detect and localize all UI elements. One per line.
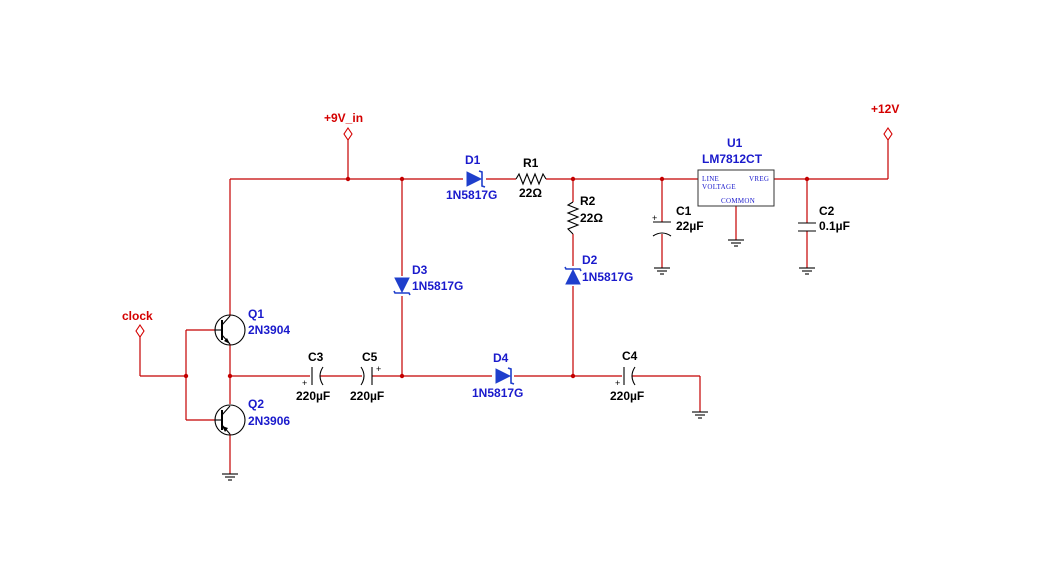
junction-dot: [399, 373, 405, 379]
port-clock-label: clock: [122, 309, 153, 323]
junctions: [183, 176, 810, 379]
diode-d2[interactable]: D2 1N5817G: [564, 253, 633, 285]
transistor-q1[interactable]: Q1 2N3904: [214, 307, 290, 346]
capacitor-c5[interactable]: + C5 220µF: [350, 350, 384, 403]
d3-value: 1N5817G: [412, 279, 463, 293]
r2-value: 22Ω: [580, 211, 603, 225]
u1-pin-vreg: VREG: [749, 175, 769, 183]
junction-dot: [804, 176, 810, 182]
c3-plus-mark: +: [302, 378, 307, 388]
diode-bar-icon: [564, 266, 582, 272]
diode-d1[interactable]: D1 1N5817G: [446, 153, 497, 202]
d4-ref: D4: [493, 351, 509, 365]
transistor-emitter-lead: [221, 405, 231, 416]
port-diamond-icon: [343, 127, 353, 141]
port-vout-label: +12V: [871, 102, 899, 116]
c4-value: 220µF: [610, 389, 644, 403]
c4-plus-mark: +: [615, 378, 620, 388]
q2-ref: Q2: [248, 397, 264, 411]
u1-pin-line: LINE: [702, 175, 719, 183]
c1-value: 22µF: [676, 219, 704, 233]
c5-ref: C5: [362, 350, 378, 364]
resistor-r2[interactable]: R2 22Ω: [566, 194, 603, 235]
capacitor-c3[interactable]: + C3 220µF: [296, 350, 330, 403]
port-diamond-icon: [135, 324, 145, 338]
c5-plus-mark: +: [376, 364, 381, 374]
ground-icon: [799, 267, 815, 275]
resistor-zigzag-icon: [515, 172, 547, 186]
port-clock[interactable]: clock: [122, 309, 153, 338]
diode-d3[interactable]: D3 1N5817G: [393, 263, 463, 296]
diode-bar-icon: [478, 170, 486, 188]
diode-triangle-icon: [565, 268, 581, 285]
junction-dot: [183, 373, 189, 379]
capacitor-c4[interactable]: + C4 220µF: [610, 349, 644, 403]
d4-value: 1N5817G: [472, 386, 523, 400]
regulator-u1[interactable]: LINE VOLTAGE VREG COMMON U1 LM7812CT: [697, 136, 775, 207]
cap-plate-curved-icon: [631, 366, 636, 386]
cap-plate-curved-icon: [360, 366, 365, 386]
transistor-q2[interactable]: Q2 2N3906: [214, 397, 290, 436]
junction-dot: [399, 176, 405, 182]
c1-ref: C1: [676, 204, 692, 218]
c2-ref: C2: [819, 204, 835, 218]
port-vout[interactable]: +12V: [871, 102, 899, 141]
ground-icon: [654, 267, 670, 275]
u1-value: LM7812CT: [702, 152, 763, 166]
d2-ref: D2: [582, 253, 598, 267]
q2-value: 2N3906: [248, 414, 290, 428]
junction-dot: [570, 373, 576, 379]
junction-dot: [659, 176, 665, 182]
diode-triangle-icon: [466, 171, 483, 187]
ground-icon: [222, 473, 238, 481]
c3-value: 220µF: [296, 389, 330, 403]
u1-ref: U1: [727, 136, 743, 150]
port-vin[interactable]: +9V_in: [324, 111, 363, 141]
regulator-body: [697, 169, 775, 207]
d1-ref: D1: [465, 153, 481, 167]
r1-value: 22Ω: [519, 186, 542, 200]
diode-triangle-icon: [495, 368, 512, 384]
cap-plate-curved-icon: [652, 232, 672, 237]
ground-icon: [692, 411, 708, 419]
c1-plus-mark: +: [652, 213, 657, 223]
port-diamond-icon: [883, 127, 893, 141]
d1-value: 1N5817G: [446, 188, 497, 202]
u1-pin-voltage: VOLTAGE: [702, 183, 736, 191]
diode-triangle-icon: [394, 277, 410, 294]
c3-ref: C3: [308, 350, 324, 364]
diode-bar-icon: [507, 367, 515, 385]
junction-dot: [345, 176, 351, 182]
capacitor-c1[interactable]: + C1 22µF: [652, 204, 704, 237]
c4-ref: C4: [622, 349, 638, 363]
d3-ref: D3: [412, 263, 428, 277]
q1-value: 2N3904: [248, 323, 290, 337]
resistor-r1[interactable]: R1 22Ω: [515, 156, 547, 200]
wires: [139, 140, 889, 474]
junction-dot: [227, 373, 233, 379]
port-vin-label: +9V_in: [324, 111, 363, 125]
junction-dot: [570, 176, 576, 182]
c5-value: 220µF: [350, 389, 384, 403]
u1-pin-common: COMMON: [721, 197, 755, 205]
ground-icon: [728, 239, 744, 247]
diode-d4[interactable]: D4 1N5817G: [472, 351, 523, 400]
c2-value: 0.1µF: [819, 219, 850, 233]
emitter-arrow-icon: [224, 338, 230, 344]
r1-ref: R1: [523, 156, 539, 170]
capacitor-c2[interactable]: C2 0.1µF: [798, 204, 850, 233]
resistor-zigzag-icon: [566, 201, 580, 235]
d2-value: 1N5817G: [582, 270, 633, 284]
r2-ref: R2: [580, 194, 596, 208]
q1-ref: Q1: [248, 307, 264, 321]
emitter-arrow-icon: [222, 426, 228, 432]
transistor-collector-lead: [221, 315, 231, 326]
diode-bar-icon: [393, 290, 411, 296]
cap-plate-curved-icon: [319, 366, 324, 386]
